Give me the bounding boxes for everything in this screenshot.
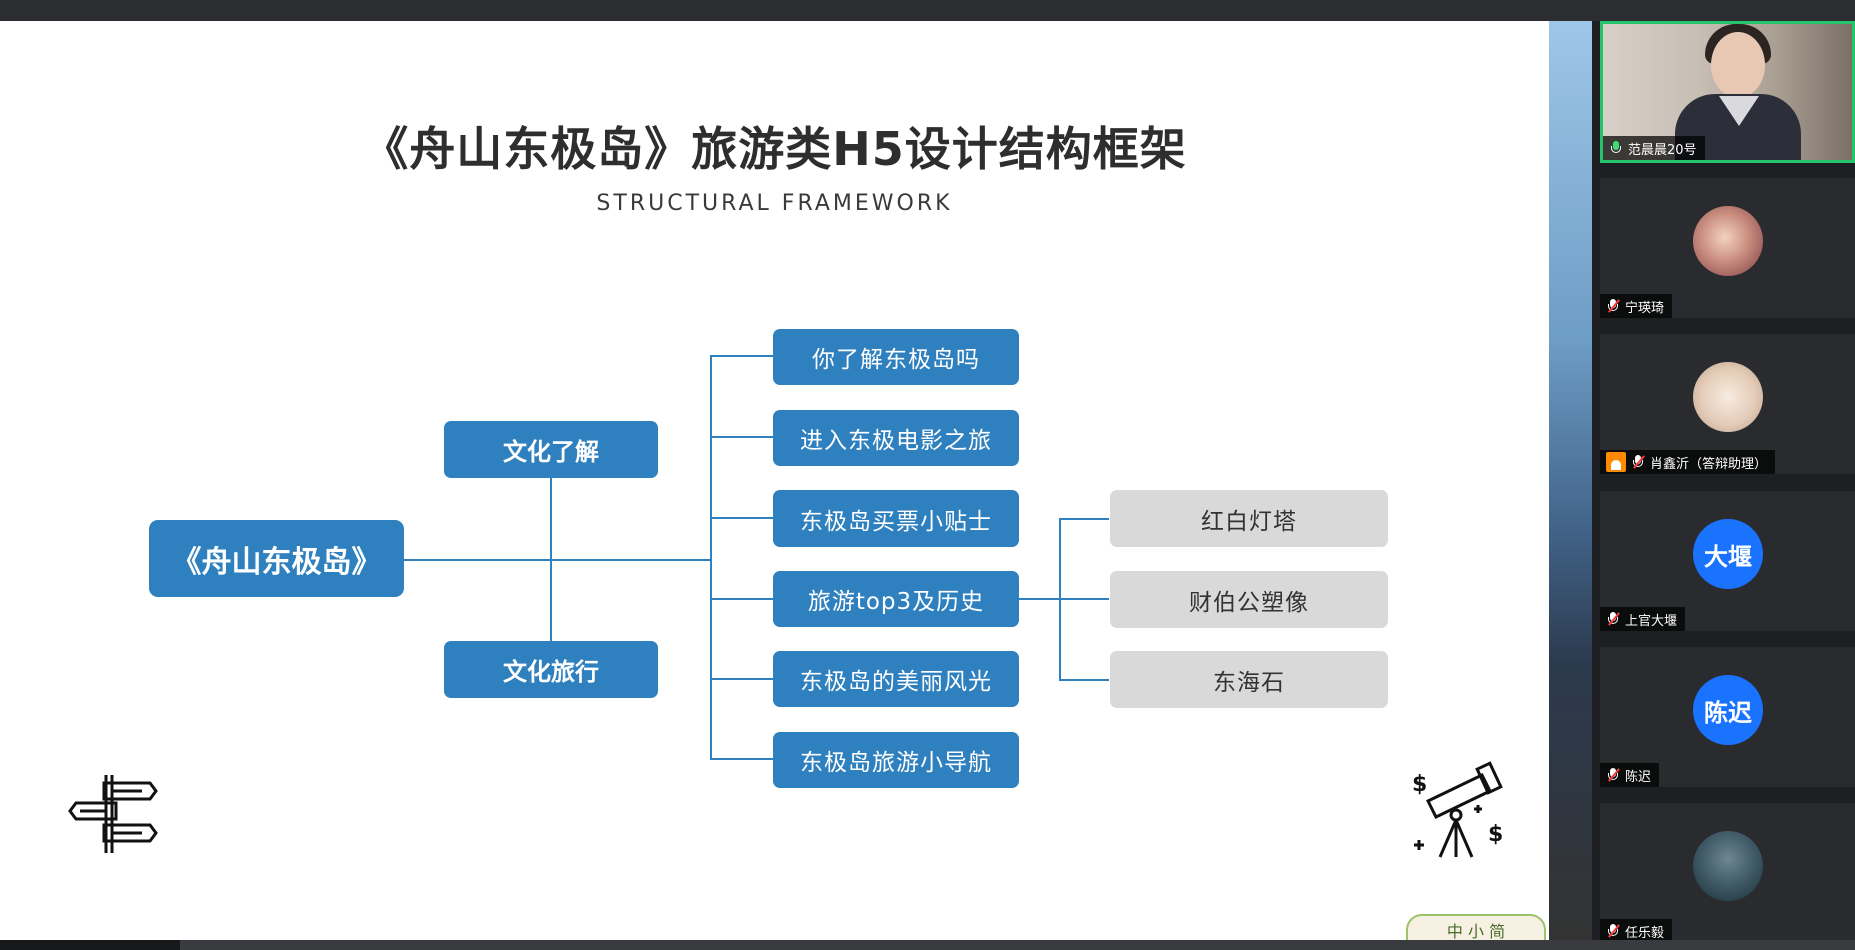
watermark-text: 中 小 简 [1446,922,1506,940]
connector [1059,679,1109,681]
avatar [1693,206,1763,276]
host-badge-icon [1606,452,1626,472]
participant-name: 任乐毅 [1625,925,1665,941]
bottom-bar-segment [0,940,180,950]
avatar: 大堰 [1693,519,1763,589]
background-strip [1549,21,1592,940]
avatar [1693,362,1763,432]
connector [710,678,774,680]
participant-namebar: 肖鑫沂（答辩助理） [1600,450,1776,474]
svg-text:$: $ [1412,772,1427,797]
participant-namebar: 任乐毅 [1600,919,1673,943]
connector [710,598,774,600]
microphone-icon [1609,140,1623,156]
branch-node: 文化旅行 [444,641,658,698]
root-node: 《舟山东极岛》 [149,520,404,597]
slide: 《舟山东极岛》旅游类H5设计结构框架 STRUCTURAL FRAMEWORK … [0,21,1549,940]
connector [710,355,774,357]
leaf-node: 东极岛的美丽风光 [773,651,1019,707]
participant-tile[interactable]: 范晨晨20号 [1600,21,1855,163]
microphone-muted-icon [1606,611,1620,627]
microphone-muted-icon [1606,298,1620,314]
connector [710,355,712,759]
participant-namebar: 上官大堰 [1600,607,1686,631]
slide-subtitle: STRUCTURAL FRAMEWORK [596,191,953,216]
watermark-logo: 中 小 简 [1406,914,1546,940]
avatar: 陈迟 [1693,675,1763,745]
participant-tile[interactable]: 肖鑫沂（答辩助理） [1600,334,1855,474]
participant-name: 宁瑛琦 [1625,300,1665,316]
svg-text:$: $ [1488,822,1503,847]
connector [1059,518,1109,520]
participant-tile[interactable]: 宁瑛琦 [1600,178,1855,318]
connector [550,477,552,661]
connector [404,559,710,561]
shared-screen: 《舟山东极岛》旅游类H5设计结构框架 STRUCTURAL FRAMEWORK … [0,21,1592,940]
participant-namebar: 范晨晨20号 [1603,136,1705,160]
top-bar [0,0,1855,21]
participant-namebar: 陈迟 [1600,763,1660,787]
participant-tile[interactable]: 陈迟 陈迟 [1600,647,1855,787]
participant-tile[interactable]: 大堰 上官大堰 [1600,491,1855,631]
telescope-icon: $ $ [1412,761,1503,858]
leaf-node: 进入东极电影之旅 [773,410,1019,466]
branch-node: 文化了解 [444,421,658,478]
connector [710,436,774,438]
participants-panel[interactable]: 范晨晨20号 宁瑛琦 肖鑫沂（答辩助理） 大堰 上官大堰 陈迟 陈迟 [1592,21,1855,943]
participant-name: 陈迟 [1625,769,1652,785]
connector [1059,598,1109,600]
subleaf-node: 红白灯塔 [1110,490,1388,547]
subleaf-node: 东海石 [1110,651,1388,708]
subleaf-node: 财伯公塑像 [1110,571,1388,628]
video-face [1711,32,1765,98]
leaf-node: 东极岛旅游小导航 [773,732,1019,788]
bottom-bar [0,940,1855,950]
participant-name: 肖鑫沂（答辩助理） [1650,456,1768,472]
connector [1018,598,1060,600]
leaf-node: 东极岛买票小贴士 [773,490,1019,547]
connector [710,517,774,519]
participant-name: 范晨晨20号 [1628,142,1697,158]
signpost-icon [68,775,158,853]
avatar [1693,831,1763,901]
participant-namebar: 宁瑛琦 [1600,294,1673,318]
microphone-muted-icon [1606,767,1620,783]
connector [710,758,774,760]
participant-name: 上官大堰 [1625,613,1678,629]
microphone-muted-icon [1631,454,1645,470]
slide-title: 《舟山东极岛》旅游类H5设计结构框架 [362,122,1187,176]
leaf-node: 旅游top3及历史 [773,571,1019,627]
microphone-muted-icon [1606,923,1620,939]
leaf-node: 你了解东极岛吗 [773,329,1019,385]
participant-tile[interactable]: 任乐毅 [1600,803,1855,943]
